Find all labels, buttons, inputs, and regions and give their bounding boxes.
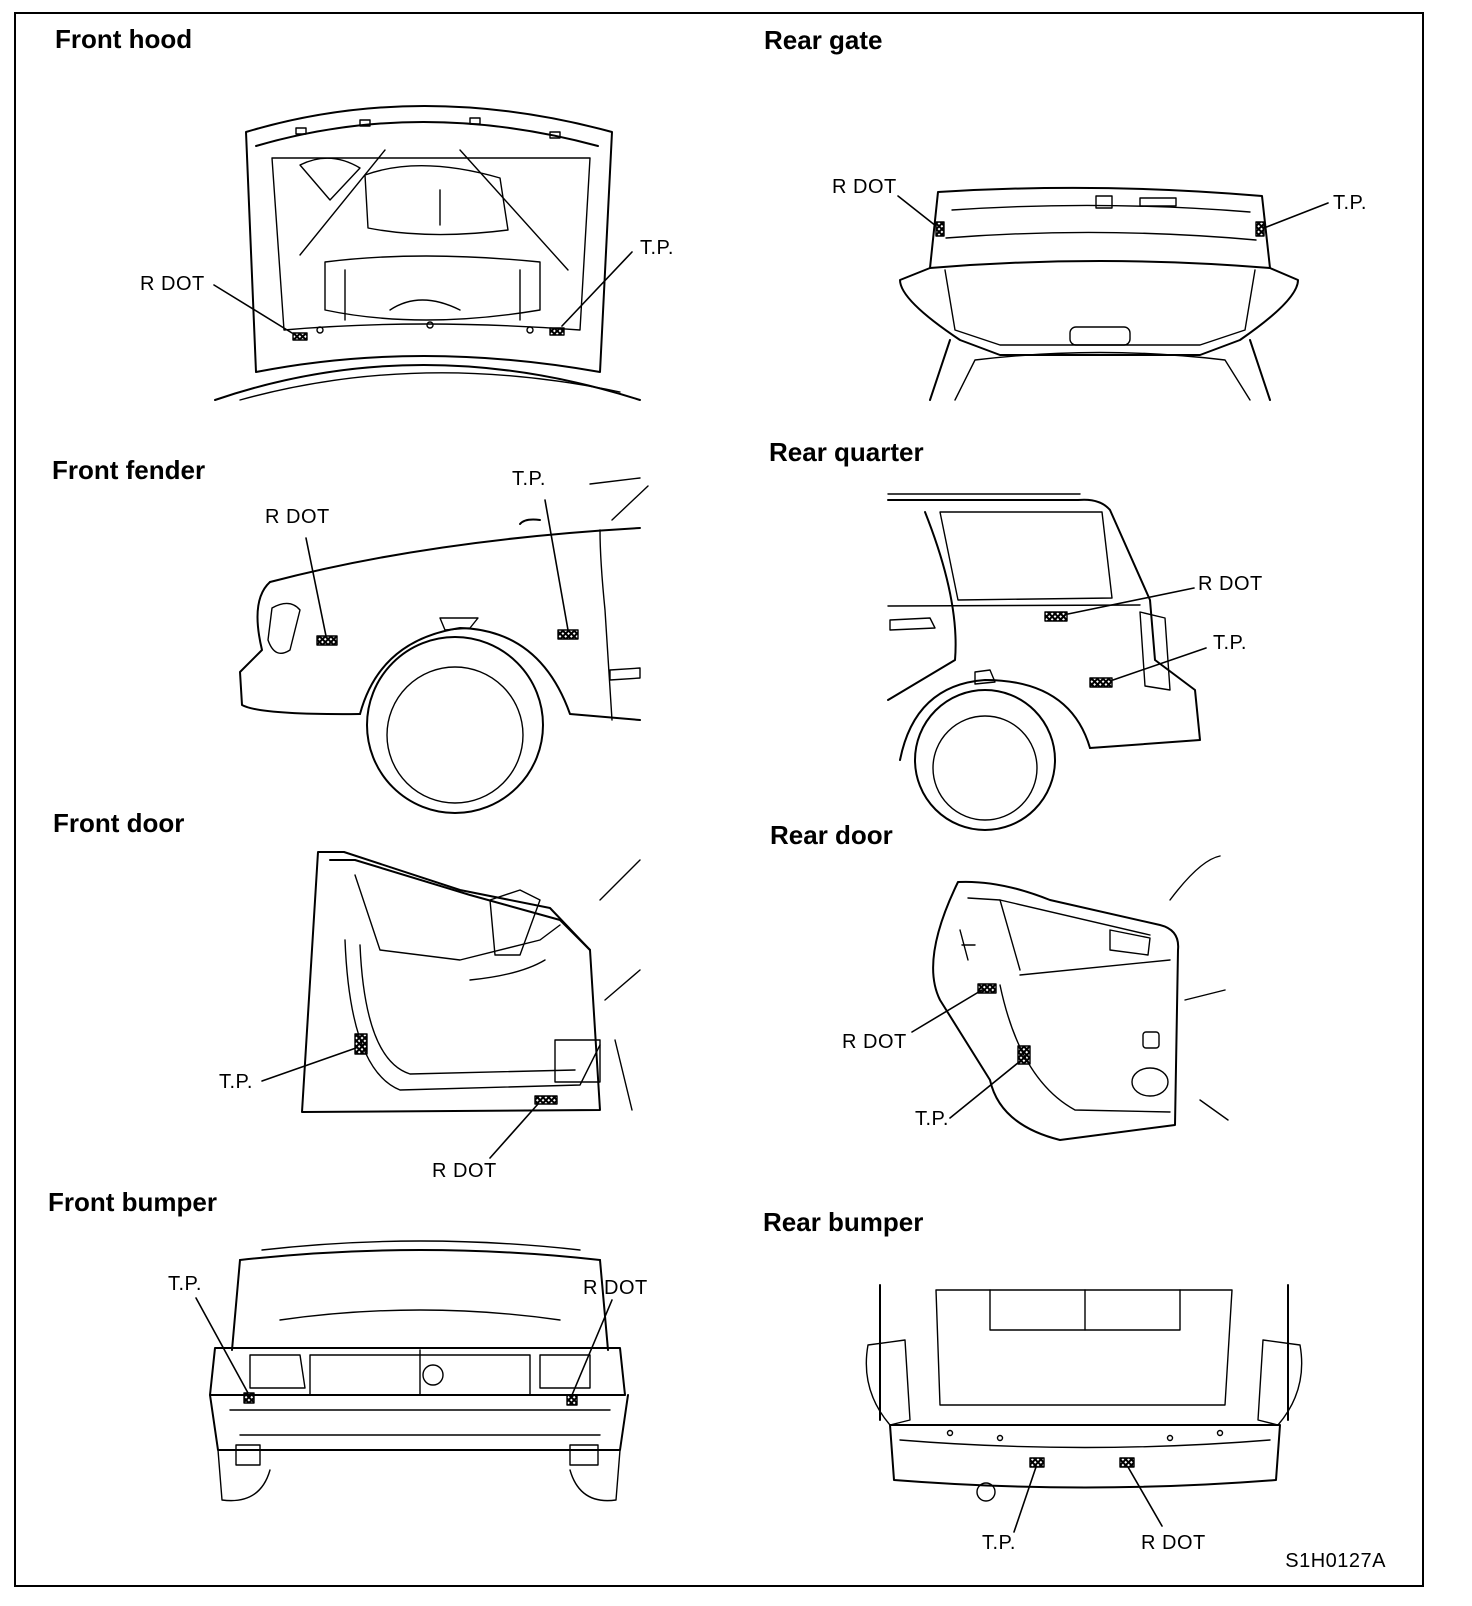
front-door-r-dot-label: R DOT bbox=[432, 1160, 497, 1182]
front-door-tp-label: T.P. bbox=[219, 1071, 253, 1093]
rear-quarter-drawing bbox=[887, 493, 1207, 831]
front-fender-title: Front fender bbox=[52, 455, 206, 485]
rear-gate-tp-label: T.P. bbox=[1333, 192, 1367, 214]
front-hood-title: Front hood bbox=[55, 24, 193, 54]
rear-gate-r-dot-label: R DOT bbox=[832, 176, 897, 198]
rear-quarter-title: Rear quarter bbox=[769, 437, 924, 467]
rear-gate-drawing bbox=[897, 186, 1329, 401]
front-fender-tp-label: T.P. bbox=[512, 468, 546, 490]
front-bumper-tp-label: T.P. bbox=[168, 1273, 202, 1295]
rear-quarter-r-dot-label: R DOT bbox=[1198, 573, 1263, 595]
rear-door-tp-label: T.P. bbox=[915, 1108, 949, 1130]
figure-code: S1H0127A bbox=[1285, 1550, 1386, 1572]
rear-bumper-drawing bbox=[865, 1284, 1303, 1533]
front-bumper-r-dot-label: R DOT bbox=[583, 1277, 648, 1299]
rear-bumper-tp-label: T.P. bbox=[982, 1532, 1016, 1554]
rear-bumper-r-dot-label: R DOT bbox=[1141, 1532, 1206, 1554]
front-bumper-title: Front bumper bbox=[48, 1187, 217, 1217]
rear-door-drawing bbox=[911, 855, 1229, 1141]
rear-bumper-title: Rear bumper bbox=[763, 1207, 924, 1237]
front-hood-tp-label: T.P. bbox=[640, 237, 674, 259]
front-hood-drawing bbox=[213, 105, 641, 401]
rear-door-title: Rear door bbox=[770, 820, 893, 850]
front-hood-r-dot-label: R DOT bbox=[140, 273, 205, 295]
front-fender-r-dot-label: R DOT bbox=[265, 506, 330, 528]
front-bumper-drawing bbox=[195, 1240, 629, 1502]
front-fender-drawing bbox=[239, 477, 649, 814]
front-door-drawing bbox=[261, 851, 641, 1159]
rear-door-r-dot-label: R DOT bbox=[842, 1031, 907, 1053]
figure-frame bbox=[14, 12, 1424, 1587]
front-door-title: Front door bbox=[53, 808, 185, 838]
rear-quarter-tp-label: T.P. bbox=[1213, 632, 1247, 654]
rear-gate-title: Rear gate bbox=[764, 25, 883, 55]
